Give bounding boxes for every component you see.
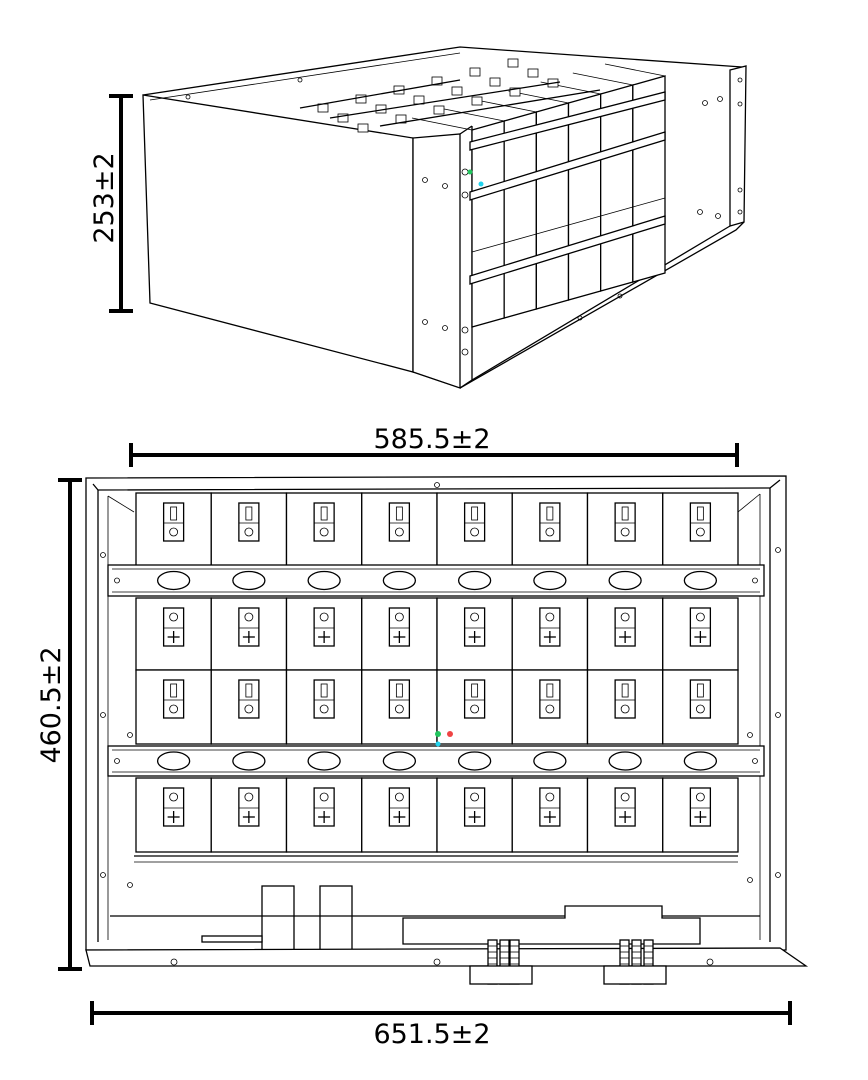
cabinet-side-panel [142,94,414,373]
battery-cell [285,492,363,567]
retaining-bar [107,745,765,777]
frame-mounting-holes [100,482,781,888]
iso-top-bar [469,91,666,151]
dimension-height: 253±2 [89,94,133,313]
battery-cell [210,597,288,671]
battery-cell [361,777,438,853]
isometric-view [142,46,747,389]
battery-cell [511,597,589,671]
battery-cell [285,669,363,745]
iso-marker-green [467,169,473,175]
battery-cell [586,669,664,745]
iso-marker-cyan [478,181,484,187]
battery-cell [135,597,212,671]
iso-terminal [471,96,483,106]
battery-cell [511,777,589,853]
battery-cell [662,669,739,745]
battery-cell [436,597,513,671]
dimension-outer-width-label: 651.5±2 [373,1019,490,1050]
iso-terminal [355,94,367,104]
dimension-inner-width: 585.5±2 [129,424,739,467]
battery-cell [662,492,739,567]
battery-cell [285,597,363,671]
iso-battery-terminals [299,58,601,133]
iso-terminal [527,68,539,78]
top-view [85,475,809,985]
marker-cyan [435,741,441,747]
battery-cell [662,597,739,671]
iso-battery-column [471,120,505,328]
battery-cell [586,597,664,671]
component-rail [201,935,263,943]
iso-terminal [357,123,369,133]
battery-cell [662,777,739,853]
iso-terminal [413,95,425,105]
battery-cell [586,492,664,567]
battery-cell [135,669,212,745]
iso-terminal [433,105,445,115]
iso-terminal [509,87,521,97]
battery-cell [285,777,363,853]
battery-cell [361,492,438,567]
battery-cell [511,492,589,567]
marker-green [435,731,441,737]
dimension-depth-label: 460.5±2 [36,646,67,763]
retaining-bars [107,564,765,777]
battery-cell [361,669,438,745]
battery-cell [210,777,288,853]
dimension-height-label: 253±2 [89,152,120,243]
battery-cell [436,492,513,567]
iso-battery-column [567,93,602,301]
retaining-bar [107,564,765,597]
dimension-outer-width: 651.5±2 [90,1001,792,1050]
battery-cell [135,492,212,567]
front-frame-left [412,133,461,389]
battery-cell [511,669,589,745]
iso-mounting-holes [185,77,743,356]
iso-battery-column [535,102,570,310]
iso-retaining-bar [469,131,666,201]
iso-terminal [431,76,443,86]
dimension-depth: 460.5±2 [36,478,82,971]
battery-cell [586,777,664,853]
iso-terminal [469,67,481,77]
marker-red [447,731,453,737]
iso-terminal [507,58,519,68]
battery-cell [210,492,288,567]
iso-retaining-bar [469,215,666,285]
cabinet-top-rim [142,46,743,96]
component-left-a [261,885,295,951]
battery-cell [210,669,288,745]
battery-cell [135,777,212,853]
iso-retaining-bars [469,91,666,285]
iso-terminal [337,113,349,123]
battery-cell [361,597,438,671]
component-left-b [319,885,353,951]
battery-cell [436,777,513,853]
base-plate [85,947,809,967]
iso-terminal [489,77,501,87]
battery-grid [135,492,739,853]
rear-flange [729,65,747,227]
iso-terminal [451,86,463,96]
iso-battery-column [503,111,537,319]
dimension-inner-width-label: 585.5±2 [373,424,490,455]
terminal-connectors [469,939,667,985]
